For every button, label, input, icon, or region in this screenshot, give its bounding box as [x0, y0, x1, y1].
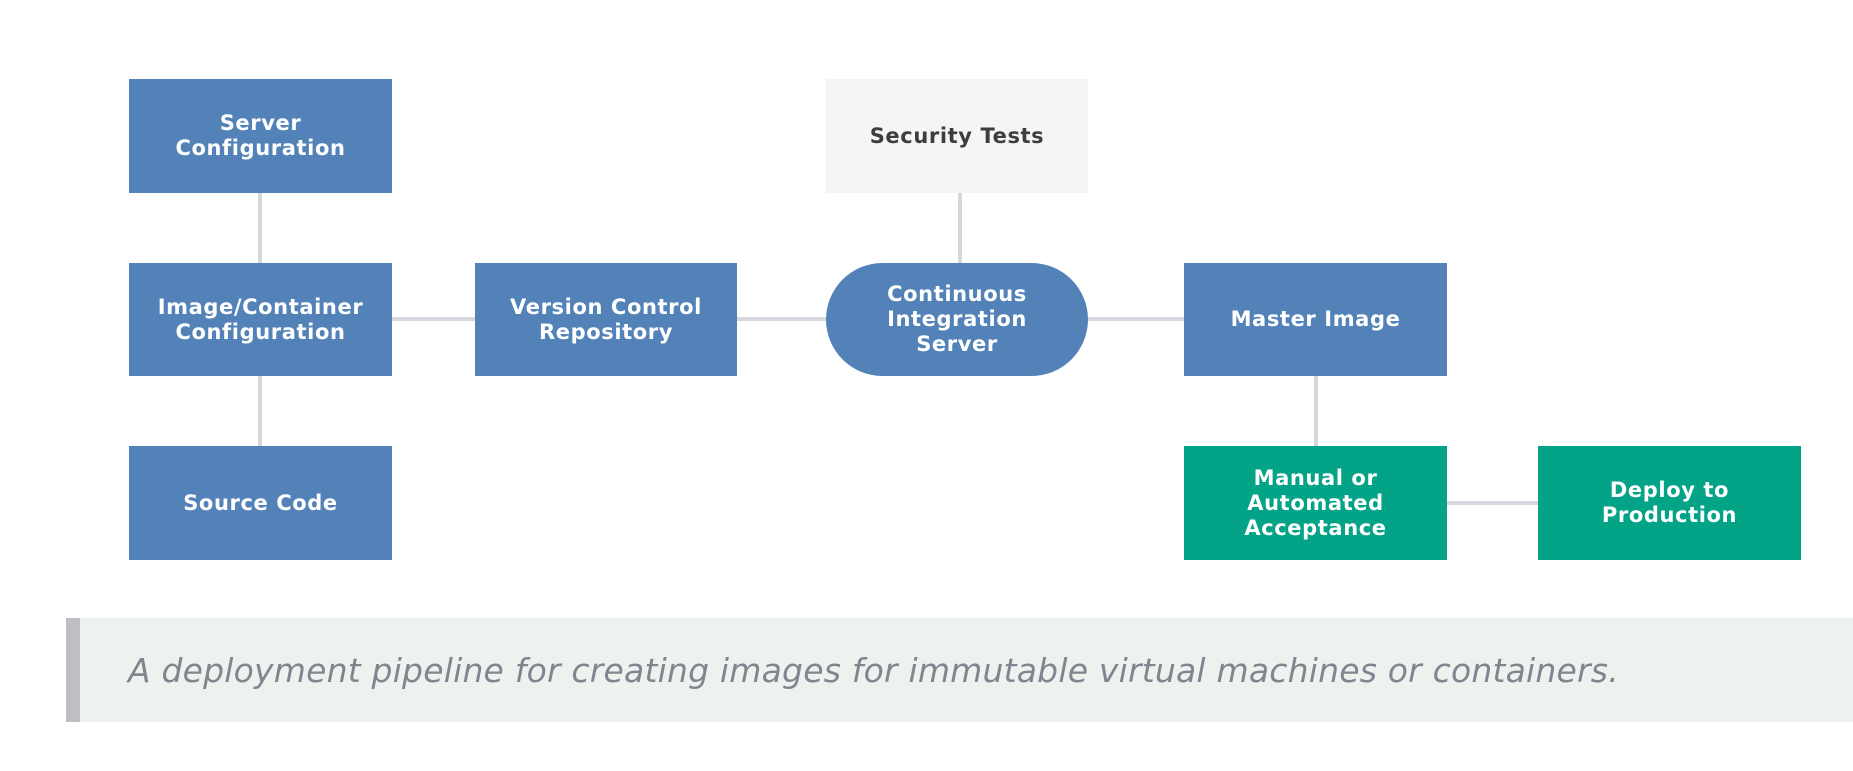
node-server-configuration: Server Configuration [129, 79, 392, 193]
node-master-image: Master Image [1184, 263, 1447, 376]
caption-text: A deployment pipeline for creating image… [128, 650, 1619, 690]
edge-version-control-to-ci-server [737, 317, 826, 321]
edge-security-tests-to-ci-server [958, 193, 962, 263]
node-label: Continuous Integration Server [887, 282, 1027, 356]
edge-image-config-to-version-control [392, 317, 475, 321]
node-label: Server Configuration [175, 111, 346, 160]
node-label: Deploy to Production [1601, 478, 1738, 527]
node-label: Manual or Automated Acceptance [1244, 465, 1387, 540]
node-label: Image/Container Configuration [157, 294, 364, 344]
node-label: Version Control Repository [510, 294, 702, 344]
node-label: Master Image [1230, 307, 1401, 331]
node-manual-or-automated-acceptance: Manual or Automated Acceptance [1184, 446, 1447, 560]
edge-server-config-to-image-config [258, 193, 262, 263]
caption-accent-bar [66, 618, 80, 722]
node-source-code: Source Code [129, 446, 392, 560]
node-deploy-to-production: Deploy to Production [1538, 446, 1801, 560]
deployment-pipeline-diagram: Server Configuration Image/Container Con… [129, 79, 1801, 560]
node-label: Security Tests [869, 123, 1045, 148]
node-version-control-repository: Version Control Repository [475, 263, 737, 376]
node-image-container-configuration: Image/Container Configuration [129, 263, 392, 376]
edge-image-config-to-source-code [258, 376, 262, 446]
node-security-tests: Security Tests [826, 79, 1088, 193]
edge-acceptance-to-deploy [1447, 501, 1538, 505]
figure-caption: A deployment pipeline for creating image… [66, 618, 1853, 722]
node-continuous-integration-server: Continuous Integration Server [826, 263, 1088, 376]
edge-master-image-to-acceptance [1314, 376, 1318, 446]
edge-ci-server-to-master-image [1088, 317, 1184, 321]
node-label: Source Code [183, 490, 338, 515]
